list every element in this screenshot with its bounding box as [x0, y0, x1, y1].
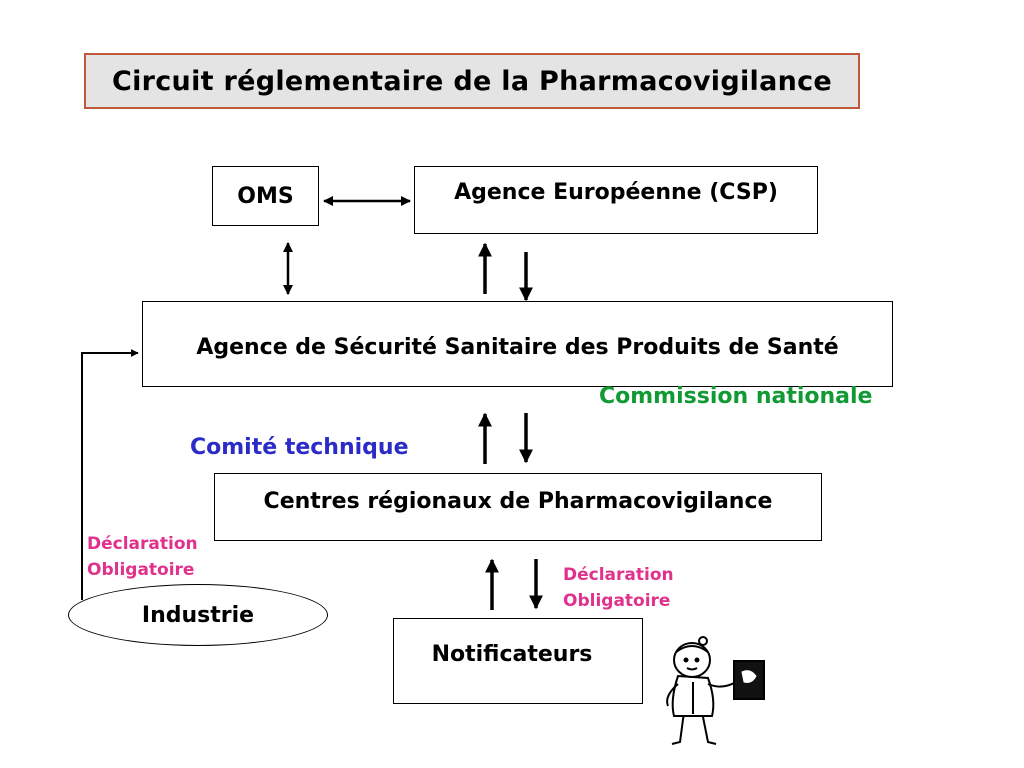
label-declaration-industrie-line2: Obligatoire — [87, 560, 195, 580]
page-title: Circuit réglementaire de la Pharmacovigi… — [84, 53, 860, 109]
node-agence-securite-label: Agence de Sécurité Sanitaire des Produit… — [196, 334, 839, 360]
arrow-industrie-to-assps — [81, 349, 139, 600]
node-oms-label: OMS — [237, 183, 294, 209]
label-declaration-notificateurs-line2: Obligatoire — [563, 591, 671, 611]
node-agence-securite: Agence de Sécurité Sanitaire des Produit… — [142, 301, 893, 387]
node-agence-europeenne-label: Agence Européenne (CSP) — [454, 179, 778, 205]
label-declaration-notificateurs-line1: Déclaration — [563, 565, 674, 585]
label-declaration-industrie: Déclaration Obligatoire — [87, 531, 198, 583]
label-comite-technique: Comité technique — [190, 435, 409, 460]
node-agence-europeenne: Agence Européenne (CSP) — [414, 166, 818, 234]
node-oms: OMS — [212, 166, 319, 226]
node-industrie-label: Industrie — [141, 602, 255, 628]
label-declaration-industrie-line1: Déclaration — [87, 534, 198, 554]
node-industrie: Industrie — [68, 584, 328, 646]
label-commission-nationale: Commission nationale — [599, 384, 873, 409]
node-notificateurs: Notificateurs — [393, 618, 643, 704]
node-centres-regionaux-label: Centres régionaux de Pharmacovigilance — [263, 488, 773, 514]
node-centres-regionaux: Centres régionaux de Pharmacovigilance — [214, 473, 822, 541]
label-declaration-notificateurs: Déclaration Obligatoire — [563, 562, 674, 614]
node-notificateurs-label: Notificateurs — [431, 641, 593, 667]
doctor-illustration — [666, 636, 765, 745]
